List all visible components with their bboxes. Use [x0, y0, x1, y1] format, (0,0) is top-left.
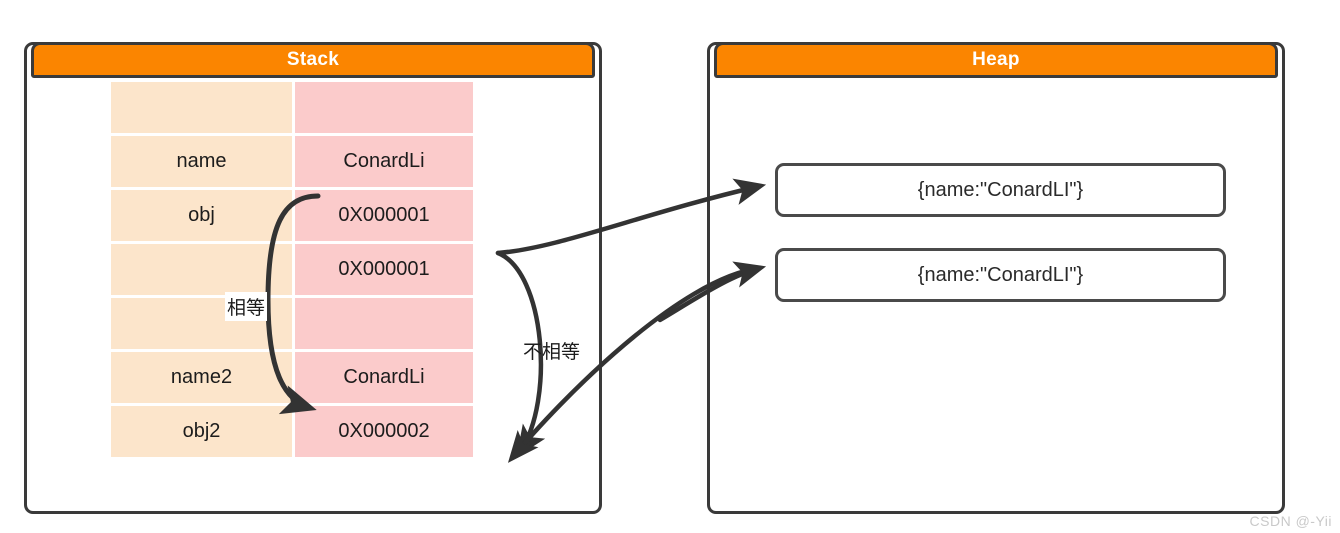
heap-object-box: {name:"ConardLI"}	[775, 248, 1226, 302]
table-row: 0X000001	[111, 244, 473, 295]
heap-object-box: {name:"ConardLI"}	[775, 163, 1226, 217]
stack-value-cell: ConardLi	[295, 136, 473, 187]
table-row	[111, 82, 473, 133]
heap-object-text: {name:"ConardLI"}	[917, 263, 1084, 286]
stack-value-cell: 0X000002	[295, 406, 473, 457]
table-row: obj 0X000001	[111, 190, 473, 241]
heap-title: Heap	[972, 49, 1020, 70]
heap-object-text: {name:"ConardLI"}	[917, 178, 1084, 201]
watermark: CSDN @-Yii	[1249, 513, 1332, 529]
stack-key-cell: obj2	[111, 406, 292, 457]
table-row	[111, 298, 473, 349]
label-equal: 相等	[225, 292, 268, 321]
table-row: obj2 0X000002	[111, 406, 473, 457]
stack-key-cell	[111, 82, 292, 133]
stack-key-cell: obj	[111, 190, 292, 241]
stack-key-cell	[111, 244, 292, 295]
stack-variable-table: name ConardLi obj 0X000001 0X000001 name…	[111, 82, 473, 460]
stack-key-cell: name	[111, 136, 292, 187]
stack-value-cell: 0X000001	[295, 244, 473, 295]
stack-value-cell	[295, 82, 473, 133]
stack-value-cell: 0X000001	[295, 190, 473, 241]
table-row: name ConardLi	[111, 136, 473, 187]
heap-panel-header: Heap	[714, 42, 1278, 78]
stack-title: Stack	[286, 49, 340, 70]
stack-value-cell: ConardLi	[295, 352, 473, 403]
table-row: name2 ConardLi	[111, 352, 473, 403]
label-not-equal: 不相等	[523, 342, 581, 363]
heap-panel: Heap {name:"ConardLI"} {name:"ConardLI"}	[707, 42, 1285, 514]
stack-value-cell	[295, 298, 473, 349]
stack-panel-header: Stack	[31, 42, 595, 78]
stack-key-cell: name2	[111, 352, 292, 403]
